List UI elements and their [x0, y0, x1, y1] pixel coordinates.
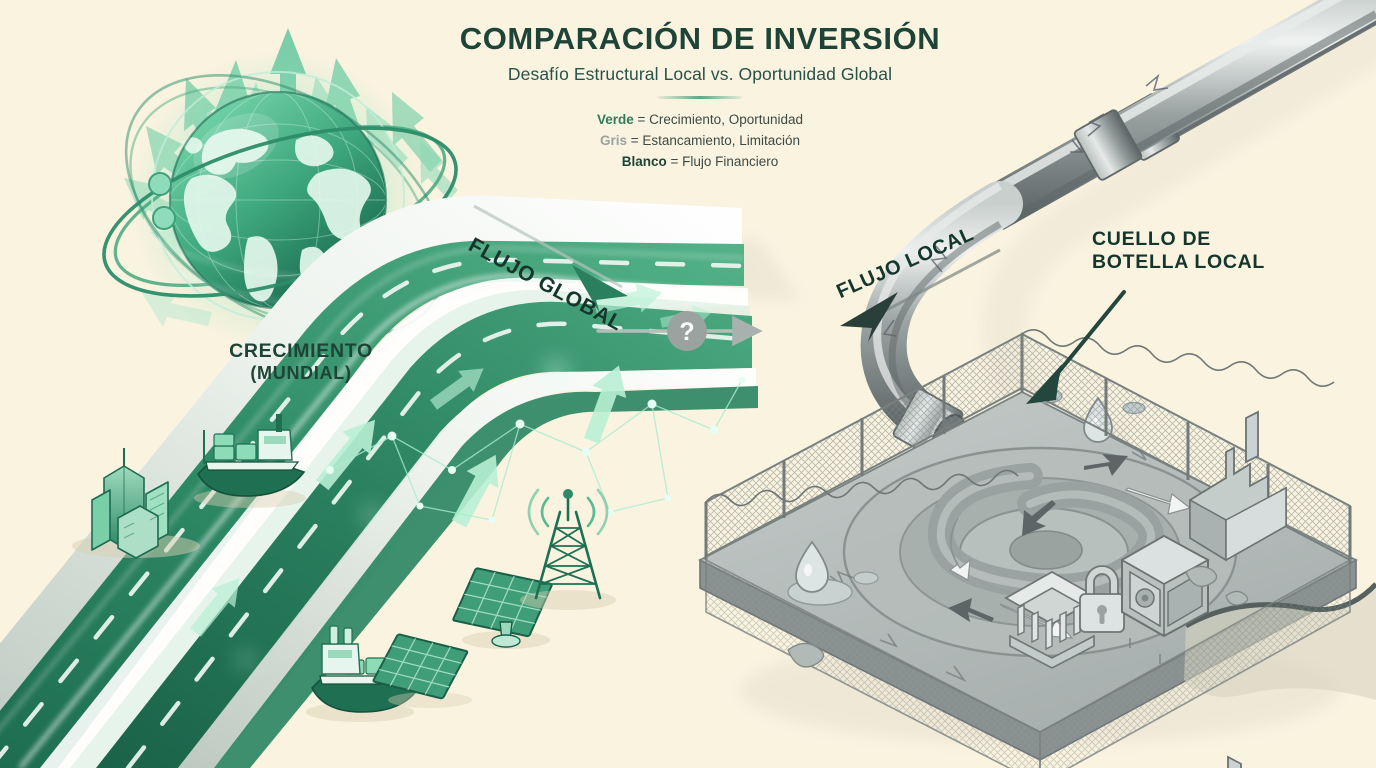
- city-buildings-icon: [72, 448, 200, 559]
- leak-drop-icon-1: [787, 540, 853, 606]
- barbed-wire-right: [1021, 329, 1335, 387]
- question-mark-glyph: ?: [679, 318, 694, 346]
- flujo-local-arrow: [840, 248, 1001, 342]
- flujo-global-arrow: [473, 204, 628, 314]
- chain-link-fence-front-left: [705, 558, 1041, 768]
- rubble: [787, 565, 1249, 668]
- telecom-tower-icon: [520, 488, 616, 610]
- local-compound: [698, 329, 1376, 768]
- factory-icon: [1189, 410, 1287, 768]
- solar-panel-icon-2: [372, 633, 472, 708]
- pipe-joint: [1073, 109, 1143, 181]
- question-badge: [667, 311, 707, 351]
- signal-waves: [527, 488, 609, 536]
- orbit-nodes: [148, 172, 176, 230]
- lane-dashes: [0, 257, 755, 768]
- cargo-ship-icon-1: [194, 414, 306, 508]
- safe-vault-icon: [1120, 534, 1210, 664]
- padlock-icon: [1079, 565, 1125, 633]
- solar-panel-icon-1: [452, 567, 553, 649]
- barbed-wire-left: [705, 469, 1019, 507]
- center-connector: ?: [596, 311, 763, 351]
- cuello-pointer-arrow: [1026, 290, 1126, 404]
- pipe-cracks: [1070, 73, 1169, 153]
- financial-flow-streaks: [0, 246, 749, 768]
